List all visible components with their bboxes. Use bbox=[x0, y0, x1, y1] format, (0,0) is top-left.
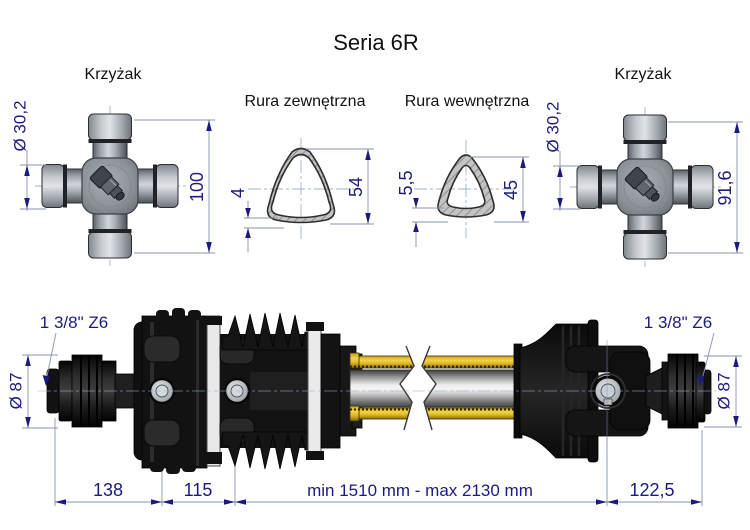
svg-text:100: 100 bbox=[187, 172, 207, 202]
label-outer-tube: Rura zewnętrzna bbox=[245, 93, 366, 110]
svg-text:91,6: 91,6 bbox=[715, 170, 735, 205]
bellows-top bbox=[221, 312, 311, 351]
label-cross-left: Krzyżak bbox=[85, 66, 143, 83]
callout-spline-left: 1 3/8" Z6 bbox=[40, 313, 108, 386]
dim-inner-tube-wall: 5,5 bbox=[396, 170, 448, 247]
tube-right-segment bbox=[421, 345, 532, 431]
svg-text:45: 45 bbox=[501, 180, 521, 200]
break-line-left bbox=[399, 345, 415, 431]
svg-text:5,5: 5,5 bbox=[396, 170, 416, 195]
svg-text:Ø 30,2: Ø 30,2 bbox=[10, 100, 29, 151]
cross-joint-right-figure bbox=[576, 114, 714, 260]
break-line-right bbox=[421, 345, 437, 431]
dim-length-range: min 1510 mm - max 2130 mm bbox=[307, 481, 533, 500]
bottom-dimension-chain: 138 115 min 1510 mm - max 2130 mm 122,5 bbox=[55, 480, 702, 505]
dim-shaft-diameter-right: Ø 87 bbox=[714, 356, 739, 427]
dim-joint-spacing: 115 bbox=[184, 480, 213, 500]
dim-cross-right-height: 91,6 bbox=[668, 121, 743, 254]
cross-joint-left-figure bbox=[41, 113, 179, 259]
svg-text:Ø 87: Ø 87 bbox=[714, 373, 733, 410]
dim-length-left: 138 bbox=[93, 480, 123, 500]
outer-tube-profile bbox=[266, 147, 336, 224]
svg-text:54: 54 bbox=[346, 177, 366, 197]
bellows-bottom bbox=[221, 431, 311, 470]
svg-text:Ø 30,2: Ø 30,2 bbox=[543, 101, 562, 152]
svg-text:Ø 87: Ø 87 bbox=[6, 373, 25, 410]
dim-cross-left-diameter: Ø 30,2 bbox=[10, 100, 46, 211]
label-cross-right: Krzyżak bbox=[615, 66, 673, 83]
label-inner-tube: Rura wewnętrzna bbox=[405, 93, 530, 110]
dim-cross-left-height: 100 bbox=[134, 119, 215, 254]
svg-text:1 3/8" Z6: 1 3/8" Z6 bbox=[644, 313, 712, 332]
page-title: Seria 6R bbox=[333, 30, 419, 55]
dim-shaft-diameter-left: Ø 87 bbox=[6, 355, 31, 428]
callout-spline-right: 1 3/8" Z6 bbox=[644, 313, 715, 386]
dim-outer-tube-size: 54 bbox=[306, 148, 374, 225]
tube-left-segment bbox=[349, 345, 415, 431]
dim-cross-right-diameter: Ø 30,2 bbox=[543, 101, 580, 211]
inner-tube-profile bbox=[437, 154, 495, 218]
dim-outer-tube-wall: 4 bbox=[228, 188, 284, 252]
svg-text:4: 4 bbox=[228, 188, 248, 198]
svg-text:1 3/8" Z6: 1 3/8" Z6 bbox=[40, 313, 108, 332]
shaft-assembly bbox=[38, 308, 716, 474]
dim-inner-tube-size: 45 bbox=[470, 156, 529, 223]
dim-length-right: 122,5 bbox=[629, 480, 674, 500]
